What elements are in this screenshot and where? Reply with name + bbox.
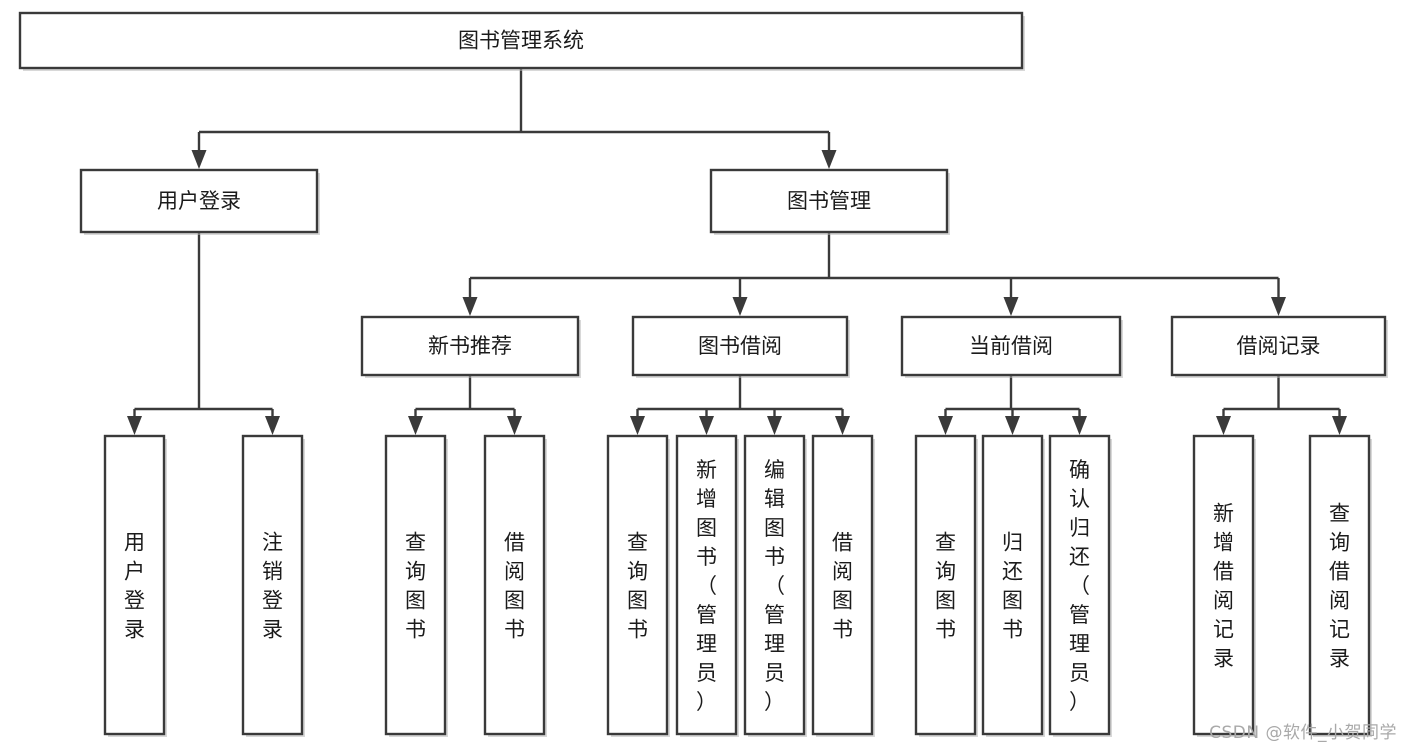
- node-box[interactable]: [103, 434, 166, 736]
- node-label: 编辑图书（管理员）: [764, 458, 785, 714]
- node-box[interactable]: [1308, 434, 1371, 736]
- node-box[interactable]: [241, 434, 304, 736]
- node-label: 查询图书: [627, 531, 648, 642]
- node-label: 当前借阅: [969, 334, 1053, 358]
- node-return-book[interactable]: 归还图书: [981, 434, 1045, 737]
- arrow-head-icon: [462, 297, 478, 316]
- node-add-borrow-record[interactable]: 新增借阅记录: [1192, 434, 1256, 737]
- node-label: 查询借阅记录: [1329, 502, 1350, 671]
- node-box[interactable]: [631, 315, 849, 377]
- node-borrow-book-1[interactable]: 借阅图书: [483, 434, 547, 737]
- arrow-head-icon: [191, 150, 207, 169]
- arrow-head-icon: [1005, 416, 1020, 435]
- node-label: 用户登录: [124, 531, 145, 642]
- arrow-head-icon: [408, 416, 423, 435]
- arrow-head-icon: [127, 416, 142, 435]
- node-user-logout[interactable]: 注销登录: [241, 434, 305, 737]
- node-box[interactable]: [709, 168, 949, 234]
- node-book-borrow[interactable]: 图书借阅: [631, 315, 850, 378]
- node-label: 用户登录: [157, 189, 241, 213]
- node-label: 图书管理: [787, 189, 871, 213]
- node-box[interactable]: [675, 434, 738, 736]
- node-label: 借阅记录: [1237, 334, 1321, 358]
- node-label: 查询图书: [405, 531, 426, 642]
- node-box[interactable]: [914, 434, 977, 736]
- arrow-head-icon: [1072, 416, 1087, 435]
- node-box[interactable]: [981, 434, 1044, 736]
- node-box[interactable]: [743, 434, 806, 736]
- node-box[interactable]: [384, 434, 447, 736]
- node-box[interactable]: [360, 315, 580, 377]
- node-current-borrow[interactable]: 当前借阅: [900, 315, 1123, 378]
- node-add-book-admin[interactable]: 新增图书（管理员）: [675, 434, 739, 737]
- node-box[interactable]: [79, 168, 319, 234]
- connector-layer: [127, 68, 1347, 435]
- node-box[interactable]: [811, 434, 874, 736]
- node-box[interactable]: [900, 315, 1122, 377]
- node-query-book-1[interactable]: 查询图书: [384, 434, 448, 737]
- arrow-head-icon: [821, 150, 837, 169]
- node-label: 注销登录: [262, 531, 283, 642]
- node-user-login-do[interactable]: 用户登录: [103, 434, 167, 737]
- arrow-head-icon: [507, 416, 522, 435]
- node-box[interactable]: [1048, 434, 1111, 736]
- node-label: 借阅图书: [832, 531, 853, 642]
- watermark: CSDN @软件_小贺同学: [1209, 723, 1397, 743]
- node-label: 归还图书: [1002, 531, 1023, 642]
- node-layer: 图书管理系统用户登录用户登录注销登录图书管理新书推荐查询图书借阅图书图书借阅查询…: [18, 11, 1388, 737]
- node-query-book-2[interactable]: 查询图书: [606, 434, 670, 737]
- node-box[interactable]: [1192, 434, 1255, 736]
- arrow-head-icon: [1216, 416, 1231, 435]
- arrow-head-icon: [630, 416, 645, 435]
- arrow-head-icon: [699, 416, 714, 435]
- arrow-head-icon: [835, 416, 850, 435]
- node-label: 图书借阅: [698, 334, 782, 358]
- node-edit-book-admin[interactable]: 编辑图书（管理员）: [743, 434, 807, 737]
- node-borrow-record[interactable]: 借阅记录: [1170, 315, 1388, 378]
- node-box[interactable]: [1170, 315, 1387, 377]
- node-query-borrow-record[interactable]: 查询借阅记录: [1308, 434, 1372, 737]
- node-user-login[interactable]: 用户登录: [79, 168, 320, 235]
- node-borrow-book-2[interactable]: 借阅图书: [811, 434, 875, 737]
- node-label: 确认归还（管理员）: [1069, 458, 1090, 714]
- node-label: 新书推荐: [428, 334, 512, 358]
- arrow-head-icon: [938, 416, 953, 435]
- node-box[interactable]: [606, 434, 669, 736]
- node-box[interactable]: [18, 11, 1024, 70]
- node-label: 新增图书（管理员）: [696, 458, 717, 714]
- arrow-head-icon: [732, 297, 748, 316]
- arrow-head-icon: [767, 416, 782, 435]
- node-label: 查询图书: [935, 531, 956, 642]
- node-query-book-3[interactable]: 查询图书: [914, 434, 978, 737]
- node-box[interactable]: [483, 434, 546, 736]
- arrow-head-icon: [265, 416, 280, 435]
- node-book-manage[interactable]: 图书管理: [709, 168, 950, 235]
- node-label: 新增借阅记录: [1213, 502, 1234, 671]
- node-confirm-return-admin[interactable]: 确认归还（管理员）: [1048, 434, 1112, 737]
- arrow-head-icon: [1003, 297, 1019, 316]
- arrow-head-icon: [1271, 297, 1286, 316]
- node-label: 图书管理系统: [458, 29, 584, 53]
- node-new-book-recommend[interactable]: 新书推荐: [360, 315, 581, 378]
- node-label: 借阅图书: [504, 531, 525, 642]
- arrow-head-icon: [1332, 416, 1347, 435]
- node-root[interactable]: 图书管理系统: [18, 11, 1025, 71]
